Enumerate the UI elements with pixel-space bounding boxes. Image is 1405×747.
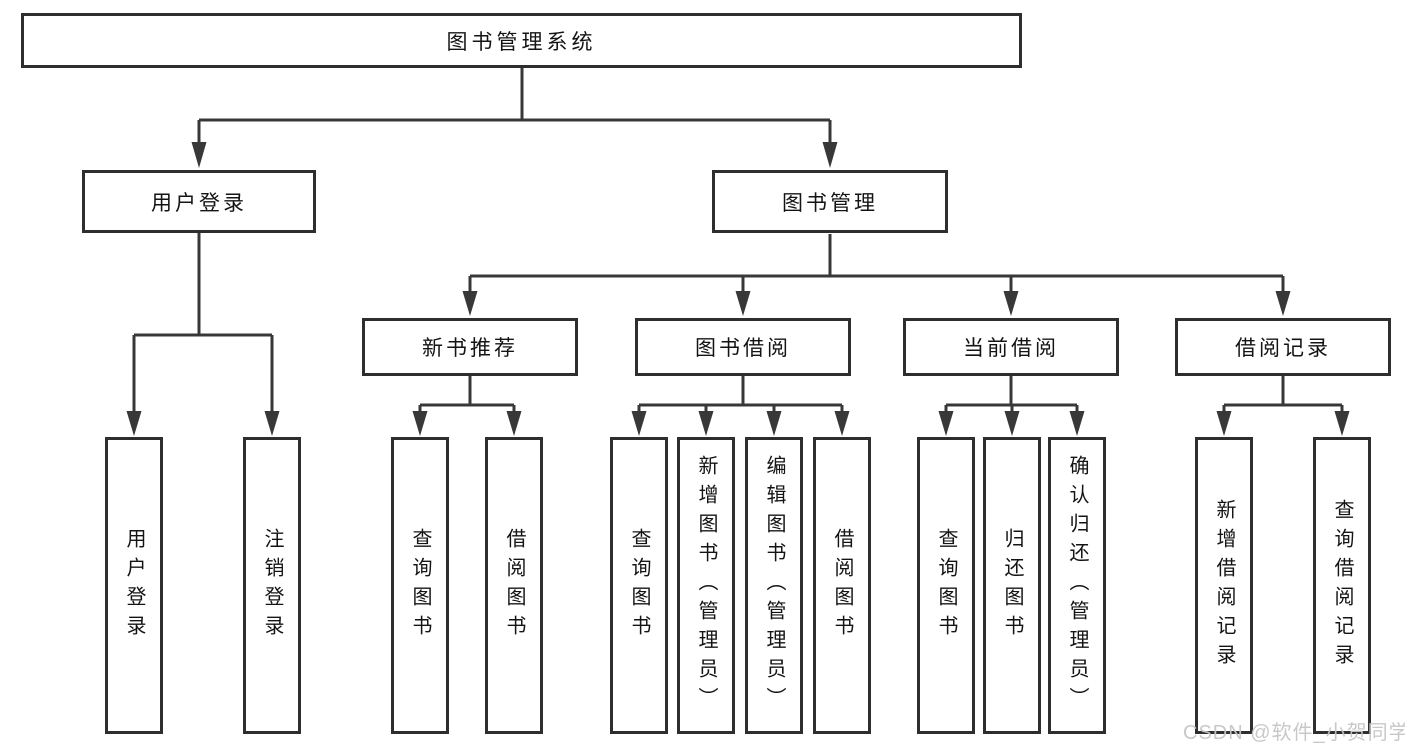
arrowhead-icon (1003, 291, 1019, 316)
node-label: 借阅图书 (503, 527, 525, 644)
node-label: 用户登录 (151, 191, 247, 215)
leaf-query-books-borrow: 查询图书 (610, 437, 668, 734)
node-book-borrow: 图书借阅 (635, 318, 851, 376)
leaf-edit-books-admin: 编辑图书（管理员） (745, 437, 803, 734)
leaf-add-books-admin: 新增图书（管理员） (677, 437, 735, 734)
leaf-return-books: 归还图书 (983, 437, 1041, 734)
node-label: 新书推荐 (422, 337, 518, 360)
arrowhead-group (126, 142, 1350, 436)
node-library-system: 图书管理系统 (21, 13, 1022, 68)
arrowhead-icon (1069, 411, 1085, 436)
leaf-query-books-recommend: 查询图书 (391, 437, 449, 734)
arrowhead-icon (1004, 411, 1020, 436)
arrowhead-icon (938, 411, 954, 436)
leaf-add-borrow-record: 新增借阅记录 (1195, 437, 1253, 734)
node-label: 图书管理系统 (446, 30, 597, 54)
arrowhead-icon (126, 411, 142, 436)
node-label: 确认归还（管理员） (1066, 455, 1088, 716)
node-label: 注销登录 (261, 527, 283, 644)
leaf-query-books-current: 查询图书 (917, 437, 975, 734)
node-current-borrow: 当前借阅 (903, 318, 1119, 376)
arrowhead-icon (506, 411, 522, 436)
arrowhead-icon (834, 411, 850, 436)
node-label: 编辑图书（管理员） (763, 455, 785, 716)
node-label: 图书借阅 (695, 337, 791, 360)
node-label: 查询图书 (935, 527, 957, 644)
arrowhead-icon (698, 411, 714, 436)
node-label: 查询图书 (409, 527, 431, 644)
leaf-logout: 注销登录 (243, 437, 301, 734)
node-user-login: 用户登录 (82, 170, 316, 233)
leaf-user-login: 用户登录 (105, 437, 163, 734)
node-borrow-records: 借阅记录 (1175, 318, 1391, 376)
node-label: 归还图书 (1001, 527, 1023, 644)
arrowhead-icon (1216, 411, 1232, 436)
leaf-borrow-books-recommend: 借阅图书 (485, 437, 543, 734)
node-label: 当前借阅 (963, 337, 1059, 360)
arrowhead-icon (1275, 291, 1291, 316)
node-label: 图书管理 (782, 191, 878, 215)
node-label: 用户登录 (123, 527, 145, 644)
arrowhead-icon (766, 411, 782, 436)
node-label: 新增借阅记录 (1213, 498, 1235, 673)
arrowhead-icon (1334, 411, 1350, 436)
node-label: 查询借阅记录 (1331, 498, 1353, 673)
node-book-management: 图书管理 (712, 170, 948, 233)
arrowhead-icon (631, 411, 647, 436)
arrowhead-icon (735, 291, 751, 316)
node-label: 查询图书 (628, 527, 650, 644)
csdn-watermark: CSDN @软件_小贺同学 (1183, 722, 1405, 744)
leaf-confirm-return-admin: 确认归还（管理员） (1048, 437, 1106, 734)
leaf-borrow-books: 借阅图书 (813, 437, 871, 734)
arrowhead-icon (412, 411, 428, 436)
node-label: 借阅图书 (831, 527, 853, 644)
node-label: 新增图书（管理员） (695, 455, 717, 716)
leaf-query-borrow-record: 查询借阅记录 (1313, 437, 1371, 734)
arrowhead-icon (462, 291, 478, 316)
arrowhead-icon (822, 142, 838, 168)
node-label: 借阅记录 (1235, 337, 1331, 360)
arrowhead-icon (264, 411, 280, 436)
arrowhead-icon (191, 142, 207, 168)
node-new-book-recommend: 新书推荐 (362, 318, 578, 376)
